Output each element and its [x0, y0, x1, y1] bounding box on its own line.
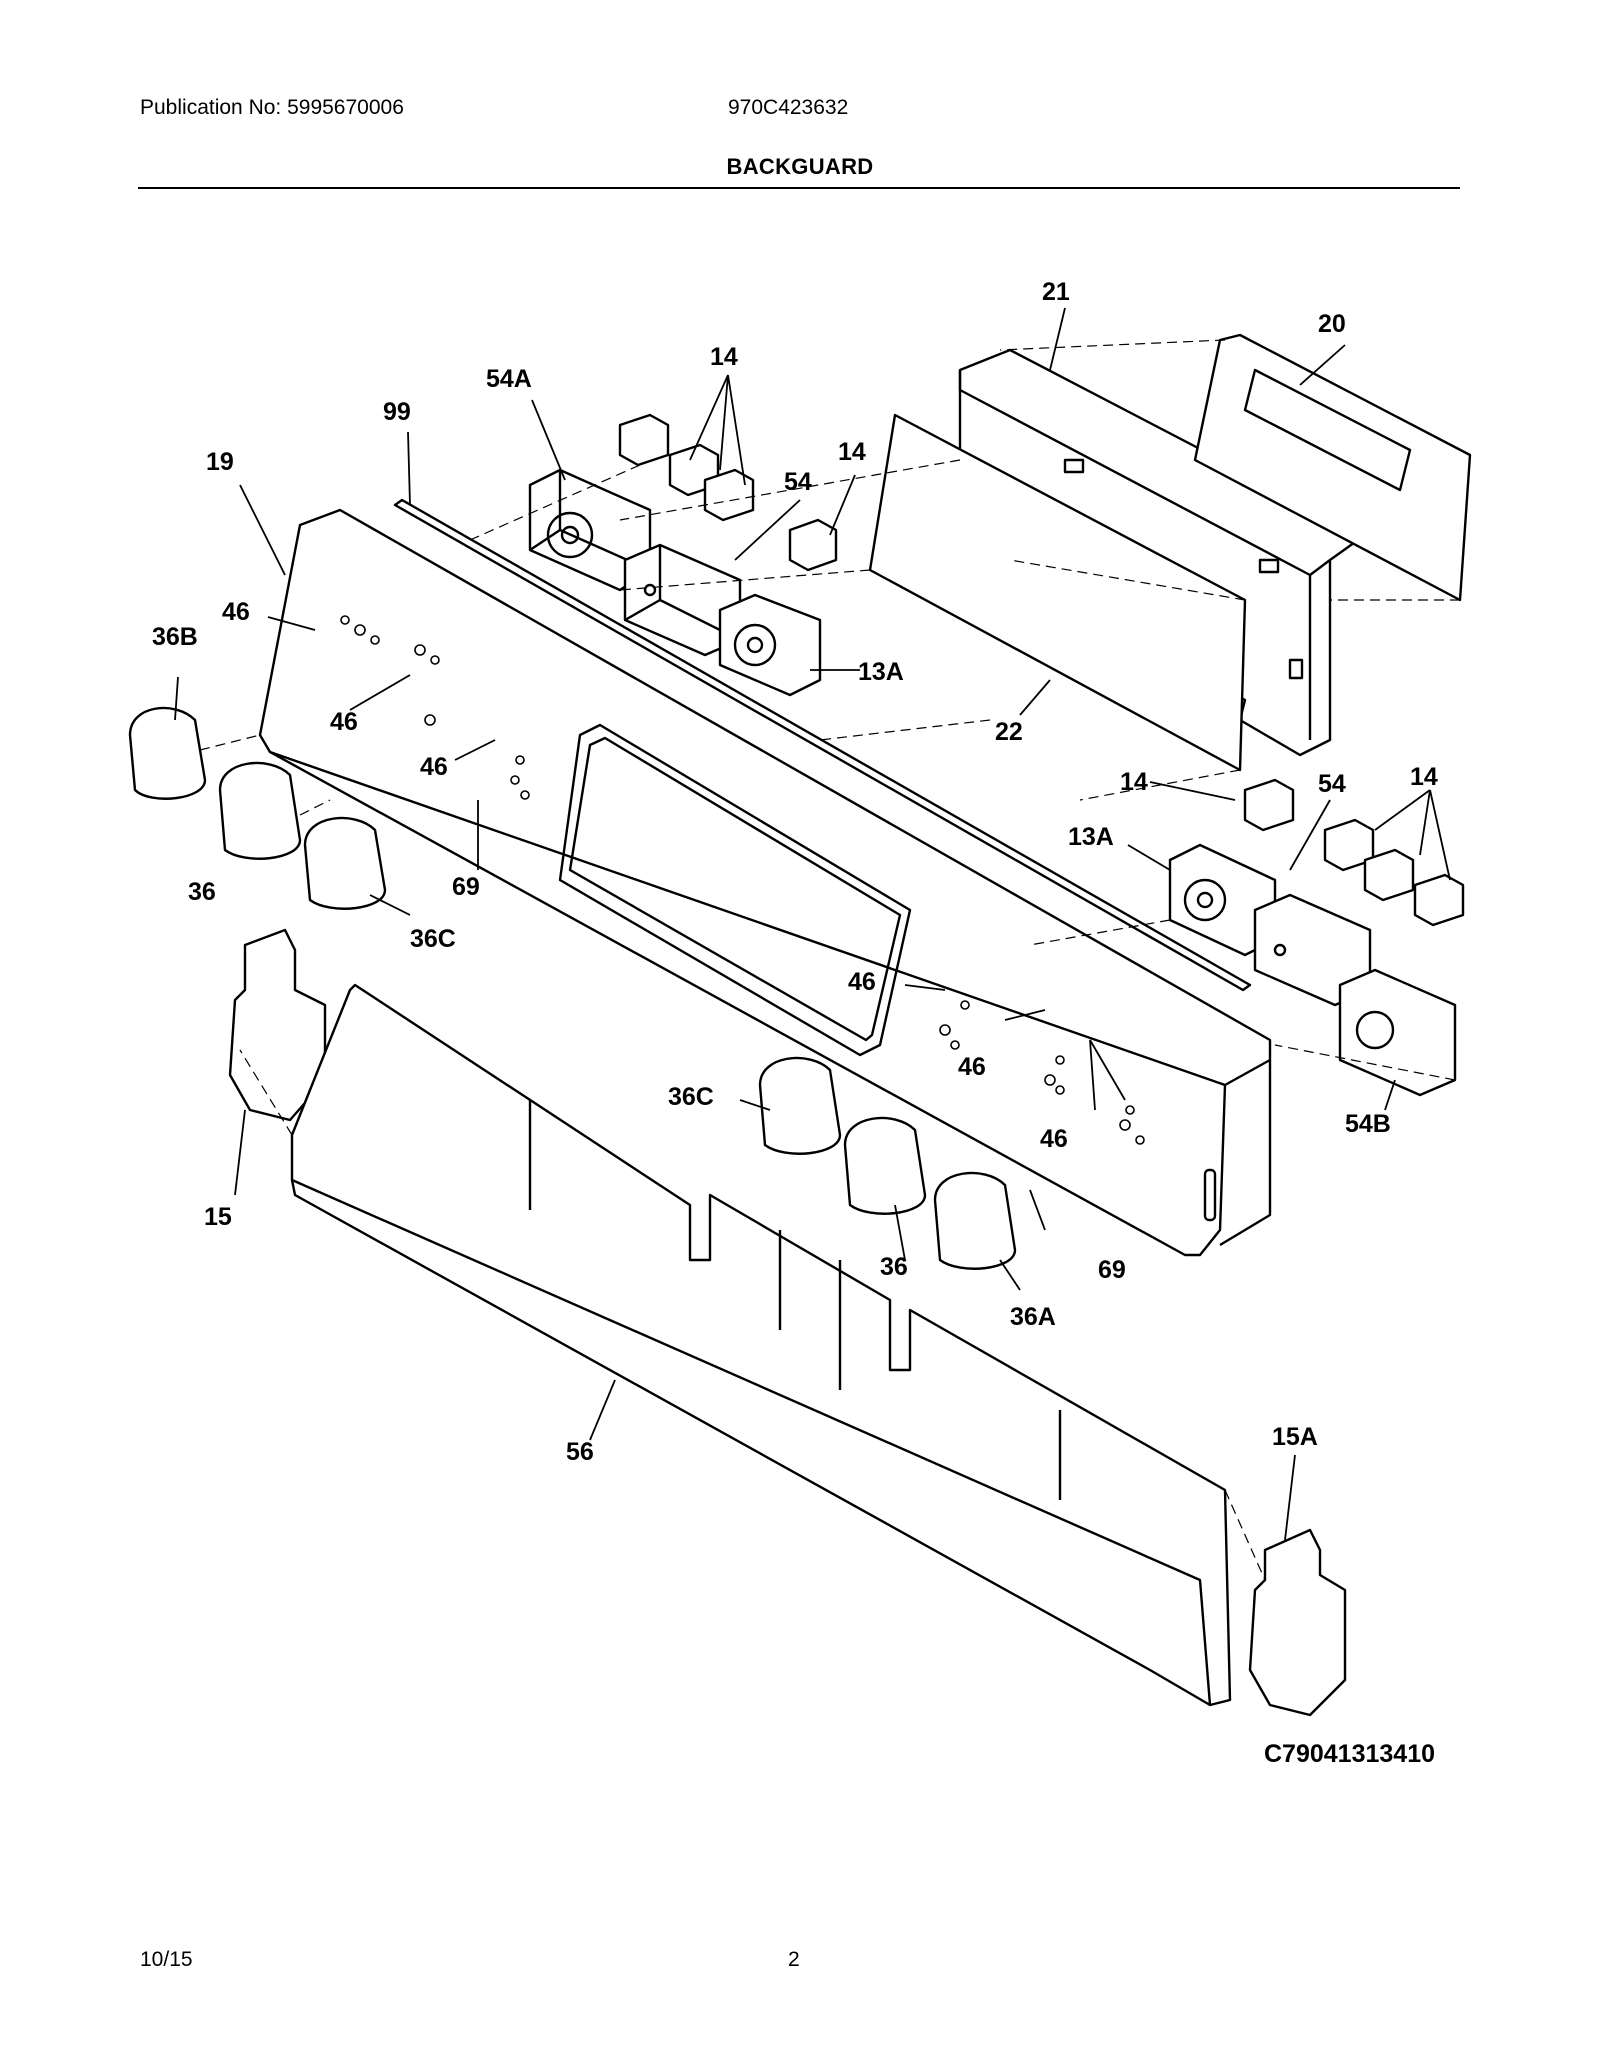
model-number: 970C423632	[728, 96, 849, 119]
control-panel-holes	[340, 615, 1145, 1145]
rocker-switch-group	[1243, 778, 1465, 927]
callout-label: 20	[1318, 310, 1346, 338]
callout-label: 14	[1410, 763, 1438, 791]
trim-strip	[393, 498, 1252, 992]
callout-label: 54	[784, 468, 812, 496]
callout-label: 36C	[668, 1083, 714, 1111]
callout-label: 13A	[858, 658, 904, 686]
callout-label: 36	[188, 878, 216, 906]
callout-labels: 21 20 14 54A 99 19 14 54 46 36B 13A 46 2…	[152, 278, 1438, 1466]
callout-label: 36	[880, 1253, 908, 1281]
callout-label: 36C	[410, 925, 456, 953]
callout-label: 15	[204, 1203, 232, 1231]
knob-group	[128, 706, 1017, 1270]
publication-date: 10/15	[140, 1948, 193, 1971]
callout-label: 14	[838, 438, 866, 466]
control-board	[1193, 333, 1472, 602]
callout-label: 13A	[1068, 823, 1114, 851]
leader-lines	[174, 307, 1451, 1541]
callout-label: 46	[222, 598, 250, 626]
callout-label: 15A	[1272, 1423, 1318, 1451]
callout-label: 46	[330, 708, 358, 736]
callout-label: 14	[710, 343, 738, 371]
callout-label: 46	[420, 753, 448, 781]
callout-label: 36B	[152, 623, 198, 651]
callout-label: 36A	[1010, 1303, 1056, 1331]
assembly-lines	[199, 339, 1460, 1581]
header-rule	[138, 187, 1460, 189]
callout-label: 46	[848, 968, 876, 996]
control-panel	[258, 508, 1272, 1257]
callout-label: 46	[958, 1053, 986, 1081]
section-title: BACKGUARD	[726, 154, 874, 179]
callout-label: 21	[1042, 278, 1070, 306]
callout-label: 46	[1040, 1125, 1068, 1153]
rear-panel	[290, 983, 1232, 1707]
callout-label: 56	[566, 1438, 594, 1466]
publication-number: Publication No: 5995670006	[140, 96, 404, 119]
callout-label: 14	[1120, 768, 1148, 796]
drawing-code: C79041313410	[1264, 1740, 1435, 1768]
callout-label: 69	[1098, 1256, 1126, 1284]
page-number: 2	[788, 1948, 800, 1971]
callout-label: 54A	[486, 365, 532, 393]
infinite-switch	[718, 593, 822, 697]
callout-label: 19	[206, 448, 234, 476]
rocker-switch-group	[618, 413, 838, 572]
mounting-bracket	[1248, 1528, 1347, 1717]
callout-label: 69	[452, 873, 480, 901]
callout-label: 54	[1318, 770, 1346, 798]
callout-label: 22	[995, 718, 1023, 746]
callout-label: 99	[383, 398, 411, 426]
callout-label: 54B	[1345, 1110, 1391, 1138]
